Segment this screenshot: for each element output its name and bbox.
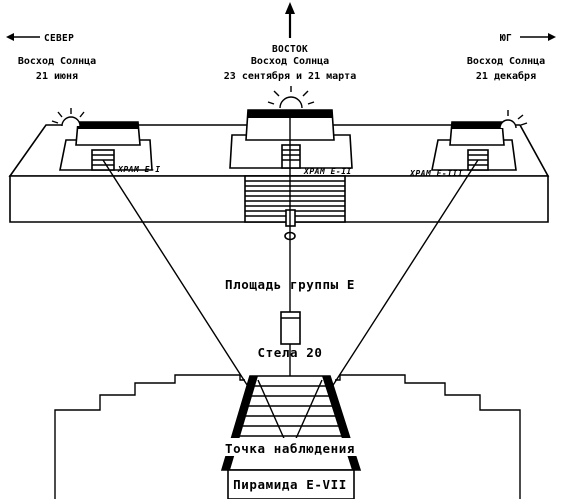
temple-e2: ХРАМ Е-II [229, 109, 353, 176]
sunrise-north-caption: Восход Солнца 21 июня [18, 56, 96, 82]
svg-text:Восход Солнца: Восход Солнца [467, 56, 545, 67]
arrow-left-icon [6, 33, 14, 41]
sunrise-east-caption: Восход Солнца 23 сентября и 21 марта [224, 56, 356, 82]
svg-text:21 июня: 21 июня [36, 71, 78, 82]
sun-east-icon [267, 86, 315, 109]
temple-e1-label: ХРАМ Е-I [117, 165, 161, 174]
temple-e1: ХРАМ Е-I [59, 121, 161, 174]
north-arrow-icon [285, 2, 295, 38]
temple-e3-label: ХРАМ Е-III [409, 169, 463, 178]
direction-north: СЕВЕР [6, 33, 74, 44]
label-east: ВОСТОК [272, 44, 308, 55]
sun-north-icon [51, 108, 85, 127]
plaza-label: Площадь группы Е [225, 277, 355, 292]
temple-e2-label: ХРАМ Е-II [303, 167, 352, 176]
sunrise-south-caption: Восход Солнца 21 декабря [467, 56, 545, 82]
svg-text:Восход Солнца: Восход Солнца [18, 56, 96, 67]
direction-east: ВОСТОК [272, 44, 308, 55]
label-north: СЕВЕР [44, 33, 74, 44]
observation-point-label: Точка наблюдения [225, 441, 355, 456]
direction-south: ЮГ [500, 33, 556, 44]
arrow-right-icon [548, 33, 556, 41]
sun-south-icon [499, 110, 528, 129]
svg-text:23 сентября и 21 марта: 23 сентября и 21 марта [224, 70, 356, 82]
svg-text:Восход Солнца: Восход Солнца [251, 56, 329, 67]
pyramid-label: Пирамида E-VII [233, 477, 347, 492]
svg-text:21 декабря: 21 декабря [476, 70, 536, 82]
stela-label: Стела 20 [257, 345, 322, 360]
stela-20 [280, 311, 301, 345]
label-south: ЮГ [500, 33, 512, 44]
